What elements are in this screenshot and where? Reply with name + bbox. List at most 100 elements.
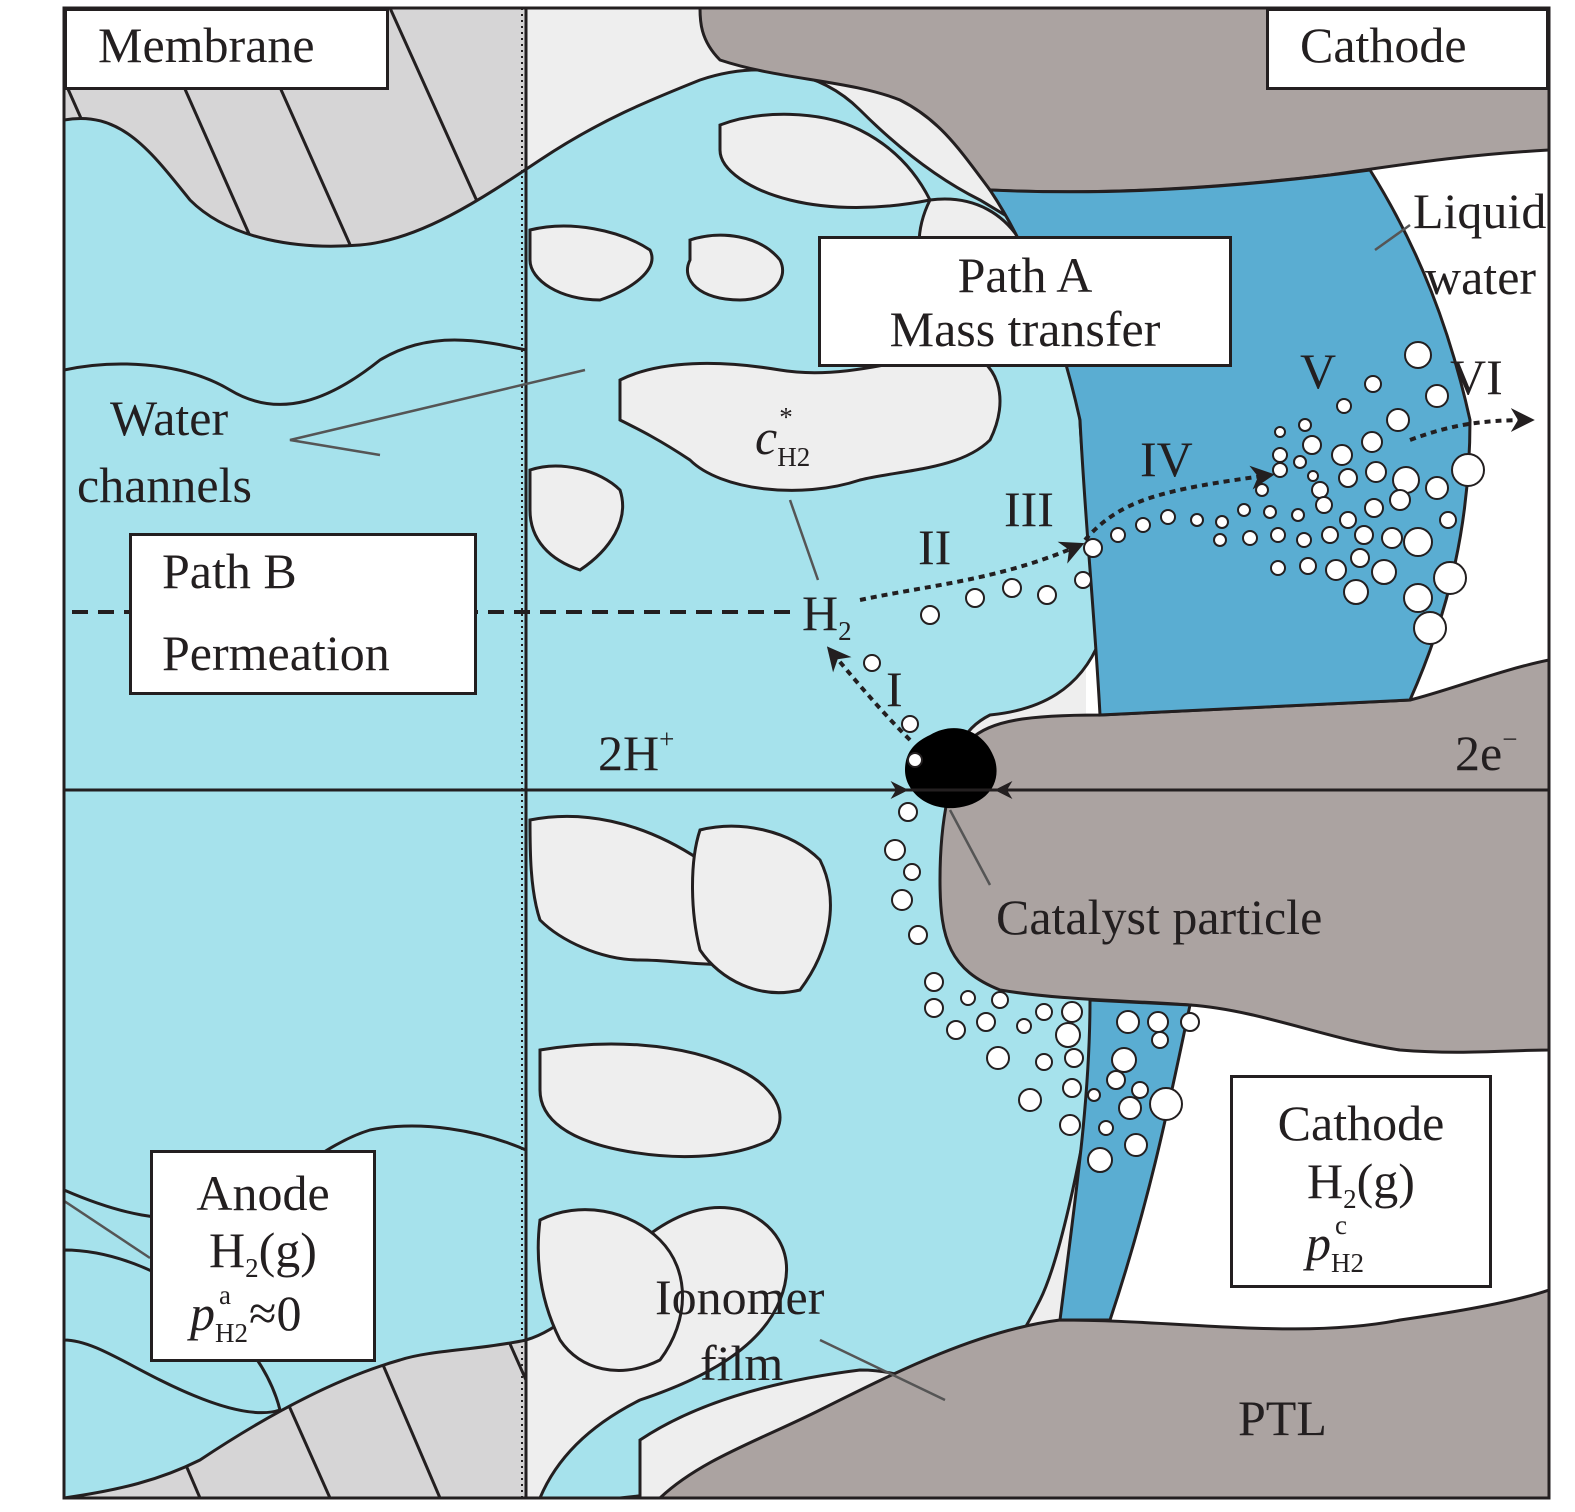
hydrogen-bubble	[1425, 476, 1449, 500]
hydrogen-bubble	[1098, 1120, 1114, 1136]
hydrogen-bubble	[1331, 444, 1353, 466]
hydrogen-bubble	[1087, 1147, 1113, 1173]
hydrogen-bubble	[1293, 455, 1307, 469]
hydrogen-bubble	[1106, 1070, 1126, 1090]
hydrogen-bubble	[1061, 1001, 1083, 1023]
hydrogen-bubble	[901, 715, 919, 733]
hydrogen-bubble	[960, 990, 976, 1006]
hydrogen-bubble	[1087, 1088, 1101, 1102]
hydrogen-bubble	[1451, 453, 1485, 487]
hydrogen-bubble	[1364, 498, 1384, 518]
hydrogen-bubble	[1255, 483, 1269, 497]
hydrogen-bubble	[1321, 526, 1339, 544]
path-a-arrow	[859, 541, 1085, 602]
hydrogen-bubble	[1111, 1047, 1137, 1073]
hydrogen-bubble	[1002, 578, 1022, 598]
hydrogen-bubble	[1074, 571, 1092, 589]
hydrogen-bubble	[920, 605, 940, 625]
hydrogen-bubble	[986, 1046, 1010, 1070]
hydrogen-bubble	[1298, 418, 1312, 432]
hydrogen-bubble	[1325, 559, 1347, 581]
hydrogen-bubble	[1343, 579, 1369, 605]
ptl-middle	[938, 658, 1549, 1054]
hydrogen-bubble	[1149, 1087, 1183, 1121]
hydrogen-bubble	[1213, 533, 1227, 547]
hydrogen-bubble	[1270, 527, 1286, 543]
hydrogen-bubble	[863, 654, 881, 672]
step-i-arrow	[826, 646, 912, 742]
hydrogen-bubble	[907, 752, 923, 768]
hydrogen-bubble	[1180, 1012, 1200, 1032]
hydrogen-bubble	[1274, 426, 1286, 438]
hydrogen-bubble	[1338, 468, 1358, 488]
hydrogen-bubble	[1151, 1031, 1169, 1049]
hydrogen-bubble	[1296, 532, 1312, 548]
hydrogen-bubble	[1242, 530, 1258, 546]
hydrogen-bubble	[1365, 461, 1387, 483]
hydrogen-bubble	[1291, 508, 1305, 522]
hydrogen-bubble	[946, 1020, 966, 1040]
path-a-arrow-3	[1409, 408, 1535, 442]
hydrogen-bubble	[1059, 1114, 1081, 1136]
hydrogen-bubble	[1272, 462, 1288, 478]
leader-lines	[64, 223, 1411, 1402]
hydrogen-bubble	[1439, 511, 1457, 529]
hydrogen-bubble	[1425, 384, 1449, 408]
hydrogen-bubble	[1381, 527, 1403, 549]
hydrogen-bubble	[1413, 611, 1447, 645]
hydrogen-bubble	[1339, 511, 1357, 529]
hydrogen-bubble	[1272, 447, 1288, 463]
ionomer-left-band	[64, 338, 528, 792]
hydrogen-bubble	[1062, 1078, 1082, 1098]
hydrogen-bubble	[903, 863, 921, 881]
hydrogen-bubble	[1389, 489, 1411, 511]
hydrogen-bubble	[1361, 431, 1383, 453]
hydrogen-bubble	[991, 991, 1009, 1009]
hydrogen-bubble	[1237, 503, 1251, 517]
hydrogen-bubble	[976, 1012, 996, 1032]
hydrogen-bubble	[1392, 466, 1420, 494]
hydrogen-bubble	[1035, 1003, 1053, 1021]
diagram-frame	[62, 6, 1551, 1500]
hydrogen-bubble	[965, 588, 985, 608]
hydrogen-bubble	[1404, 341, 1432, 369]
hydrogen-bubble	[1302, 435, 1322, 455]
hydrogen-bubbles	[863, 341, 1485, 1173]
hydrogen-bubble	[1403, 583, 1433, 613]
hydrogen-bubble	[891, 889, 913, 911]
hydrogen-bubble	[1083, 538, 1103, 558]
hydrogen-bubble	[1110, 527, 1126, 543]
hydrogen-bubble	[1350, 548, 1370, 568]
hydrogen-bubble	[1299, 557, 1317, 575]
hydrogen-bubble	[1307, 470, 1319, 482]
hydrogen-bubble	[884, 839, 906, 861]
hydrogen-bubble	[1035, 1053, 1053, 1071]
hydrogen-bubble	[1371, 559, 1397, 585]
hydrogen-bubble	[1433, 561, 1467, 595]
hydrogen-bubble	[1135, 517, 1151, 533]
hydrogen-bubble	[1118, 1096, 1142, 1120]
hydrogen-bubble	[1016, 1018, 1032, 1034]
hydrogen-bubble	[1315, 496, 1333, 514]
hydrogen-bubble	[1064, 1048, 1084, 1068]
hydrogen-bubble	[1364, 375, 1382, 393]
liquid-water-lower	[1058, 998, 1192, 1322]
catalyst-particle	[905, 728, 997, 809]
hydrogen-bubble	[1336, 398, 1352, 414]
hydrogen-bubble	[1124, 1133, 1148, 1157]
hydrogen-bubble	[1354, 525, 1374, 545]
hydrogen-bubble	[924, 972, 944, 992]
hydrogen-bubble	[908, 925, 928, 945]
hydrogen-bubble	[1215, 515, 1229, 529]
path-a-arrow-2	[1083, 465, 1275, 542]
hydrogen-bubble	[1263, 505, 1277, 519]
hydrogen-bubble	[1311, 481, 1329, 499]
hydrogen-bubble	[1131, 1081, 1149, 1099]
hydrogen-bubble	[924, 998, 944, 1018]
hydrogen-bubble	[1403, 527, 1433, 557]
hydrogen-bubble	[1037, 585, 1057, 605]
hydrogen-bubble	[1018, 1088, 1042, 1112]
hydrogen-bubble	[1147, 1011, 1169, 1033]
hydrogen-bubble	[1270, 560, 1286, 576]
